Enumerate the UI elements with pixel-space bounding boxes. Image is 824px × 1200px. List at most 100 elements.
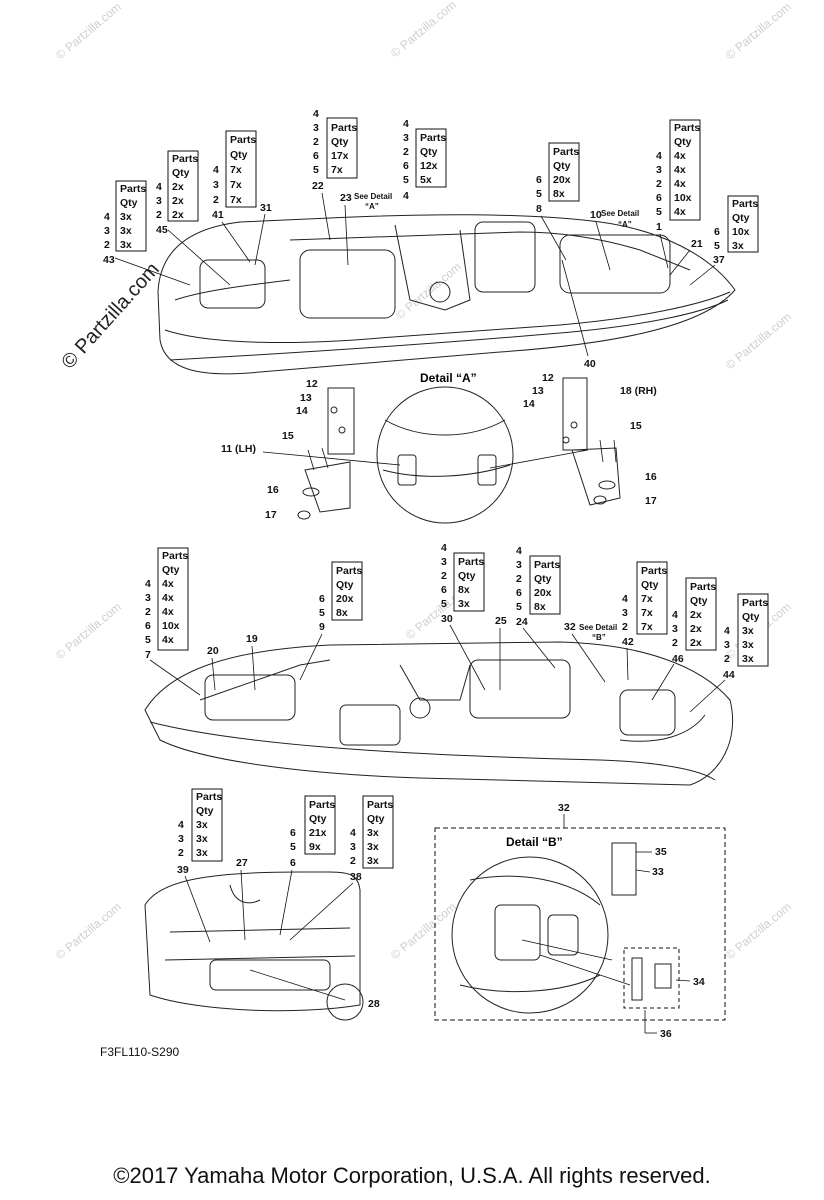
diagram-code: F3FL110-S290 xyxy=(100,1045,180,1059)
svg-text:2x: 2x xyxy=(172,209,184,221)
qty-table-46: Parts Qty 2x 2x 2x 4 3 2 46 xyxy=(651,577,717,701)
watermark: © Partzilla.com xyxy=(53,0,124,62)
watermark: © Partzilla.com xyxy=(53,600,124,663)
svg-text:1: 1 xyxy=(656,221,662,233)
callout-16: 16 xyxy=(645,471,657,483)
see-detail-a-word: See Detail xyxy=(354,192,392,201)
svg-text:2: 2 xyxy=(350,855,356,867)
svg-text:4x: 4x xyxy=(162,592,174,604)
callout-17: 17 xyxy=(645,495,657,507)
svg-text:2: 2 xyxy=(213,194,219,206)
svg-text:3: 3 xyxy=(724,639,730,651)
qty-table-22: Parts Qty 17x 7x 4 3 2 6 5 22 xyxy=(312,108,358,241)
callout-17: 17 xyxy=(265,509,277,521)
callout-25: 25 xyxy=(495,615,507,627)
callout-13: 13 xyxy=(532,385,544,397)
callout-14: 14 xyxy=(296,405,308,417)
svg-text:4: 4 xyxy=(656,150,662,162)
qty-table-37: Parts Qty 10x 3x 6 5 37 xyxy=(689,195,759,286)
detail-28-circle xyxy=(326,983,364,1021)
callout-34: 34 xyxy=(693,976,705,988)
svg-text:6: 6 xyxy=(313,150,319,162)
svg-text:Qty: Qty xyxy=(172,167,190,179)
boat-top-view xyxy=(157,214,736,375)
qty-table-38: Parts Qty 3x 3x 3x 4 3 2 38 xyxy=(289,795,394,941)
qty-table-29: Parts Qty 12x 5x 4 3 2 6 5 xyxy=(403,118,447,188)
qty-table-39: Parts Qty 3x 3x 3x 4 3 2 39 xyxy=(177,788,223,943)
svg-text:5: 5 xyxy=(313,164,319,176)
svg-text:20x: 20x xyxy=(336,593,354,605)
copyright-notice: ©2017 Yamaha Motor Corporation, U.S.A. A… xyxy=(113,1163,711,1188)
svg-text:3: 3 xyxy=(622,607,628,619)
svg-text:Qty: Qty xyxy=(120,197,138,209)
svg-text:9x: 9x xyxy=(309,841,321,853)
callout-32: 32 xyxy=(558,802,570,814)
svg-text:3: 3 xyxy=(313,122,319,134)
watermark: © Partzilla.com xyxy=(388,0,459,60)
svg-text:2: 2 xyxy=(672,637,678,649)
svg-text:2: 2 xyxy=(313,136,319,148)
svg-text:17x: 17x xyxy=(331,150,349,162)
svg-text:3x: 3x xyxy=(742,639,754,651)
svg-text:20x: 20x xyxy=(553,174,571,186)
detail-b-group: Detail “B” xyxy=(434,827,726,1021)
svg-text:Qty: Qty xyxy=(690,595,708,607)
svg-text:Parts: Parts xyxy=(641,565,667,577)
svg-text:10x: 10x xyxy=(162,620,180,632)
svg-text:42: 42 xyxy=(622,636,634,648)
svg-text:6: 6 xyxy=(441,584,447,596)
svg-text:2: 2 xyxy=(403,146,409,158)
svg-text:2x: 2x xyxy=(172,181,184,193)
boat-middle-view xyxy=(144,641,734,786)
qty-table-43: Parts Qty 3x 3x 3x 4 3 2 43 xyxy=(103,180,191,286)
svg-text:2: 2 xyxy=(724,653,730,665)
svg-text:3: 3 xyxy=(156,195,162,207)
qty-table-30: Parts Qty 8x 3x 4 3 2 6 5 30 xyxy=(441,542,486,691)
svg-text:Qty: Qty xyxy=(420,146,438,158)
callout-32: 32 xyxy=(564,621,576,633)
svg-text:Parts: Parts xyxy=(534,559,560,571)
qty-table-24: Parts Qty 20x 8x 4 3 2 6 5 24 xyxy=(516,545,561,669)
svg-text:10x: 10x xyxy=(674,192,692,204)
callout-10: 10 xyxy=(590,209,602,221)
svg-text:2x: 2x xyxy=(172,195,184,207)
see-detail-b-word: See Detail xyxy=(579,623,617,632)
svg-text:4: 4 xyxy=(145,578,151,590)
qty-table-1: Parts Qty 4x 4x 4x 10x 4x 4 3 2 6 5 1 xyxy=(656,119,701,269)
qty-tables: Parts Qty 3x 3x 3x 4 3 2 43 Parts Qty 2x… xyxy=(103,108,769,943)
svg-text:6: 6 xyxy=(290,827,296,839)
svg-text:Parts: Parts xyxy=(172,153,198,165)
svg-text:7: 7 xyxy=(145,649,151,661)
qty-table-8: Parts Qty 20x 8x 6 5 8 xyxy=(536,142,580,261)
svg-text:8x: 8x xyxy=(458,584,470,596)
svg-text:3x: 3x xyxy=(120,211,132,223)
svg-text:46: 46 xyxy=(672,653,684,665)
svg-text:4: 4 xyxy=(724,625,730,637)
svg-text:30: 30 xyxy=(441,613,453,625)
svg-text:3x: 3x xyxy=(120,225,132,237)
svg-text:4x: 4x xyxy=(162,578,174,590)
svg-text:6: 6 xyxy=(536,174,542,186)
svg-text:6: 6 xyxy=(516,587,522,599)
callout-23: 23 xyxy=(340,192,352,204)
svg-text:Qty: Qty xyxy=(534,573,552,585)
svg-text:6: 6 xyxy=(403,160,409,172)
svg-text:6: 6 xyxy=(714,226,720,238)
svg-text:6: 6 xyxy=(656,192,662,204)
svg-text:10x: 10x xyxy=(732,226,750,238)
svg-text:4x: 4x xyxy=(162,634,174,646)
svg-text:Parts: Parts xyxy=(420,132,446,144)
watermark: © Partzilla.com xyxy=(53,900,124,963)
see-detail-a-mark: “A” xyxy=(618,220,632,229)
callout-12: 12 xyxy=(306,378,318,390)
svg-text:3x: 3x xyxy=(367,841,379,853)
svg-text:5: 5 xyxy=(290,841,296,853)
svg-text:Qty: Qty xyxy=(674,136,692,148)
svg-text:Parts: Parts xyxy=(742,597,768,609)
svg-text:7x: 7x xyxy=(230,179,242,191)
svg-text:8x: 8x xyxy=(553,188,565,200)
watermark: © Partzilla.com xyxy=(723,900,794,963)
callout-33: 33 xyxy=(652,866,664,878)
callout-12: 12 xyxy=(542,372,554,384)
